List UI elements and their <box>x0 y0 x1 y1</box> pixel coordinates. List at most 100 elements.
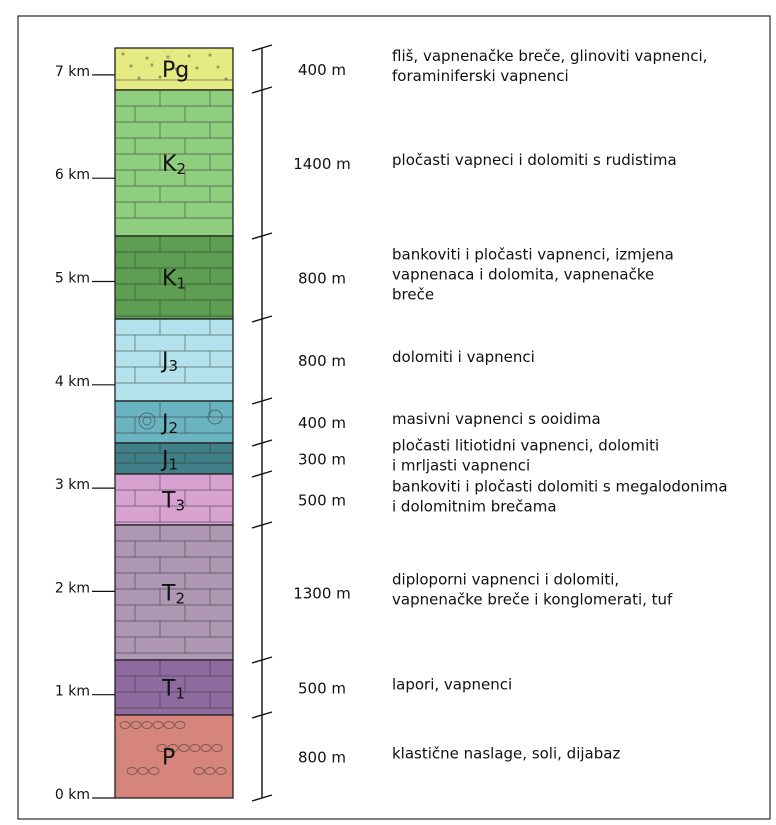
scale-tick <box>251 44 273 52</box>
description-line: i dolomitnim brečama <box>392 498 557 516</box>
clast-pattern <box>137 767 149 775</box>
clast-pattern <box>167 744 179 752</box>
description-line: bankoviti i pločasti vapnenci, izmjena <box>392 246 674 264</box>
layer-j3 <box>114 318 234 402</box>
sand-dot-pattern <box>179 74 183 78</box>
unit-subscript: 2 <box>175 590 185 608</box>
clast-pattern <box>130 721 142 729</box>
sand-dot-pattern <box>121 52 125 56</box>
description-line: pločasti litiotidni vapnenci, dolomiti <box>392 437 659 455</box>
scale-tick <box>251 315 273 323</box>
depth-tick-label: 7 km <box>55 64 90 80</box>
sand-dot-pattern <box>145 56 149 60</box>
unit-subscript: 3 <box>175 497 185 515</box>
unit-descriptions: 400 m fliš, vapnenačke breče, glinoviti v… <box>293 47 727 767</box>
scale-tick <box>251 86 273 94</box>
clast-pattern <box>174 721 186 729</box>
description-line: breče <box>392 286 434 304</box>
clast-pattern <box>148 767 160 775</box>
description-line: dolomiti i vapnenci <box>392 348 535 366</box>
depth-tick-label: 5 km <box>55 271 90 287</box>
sand-dot-pattern <box>208 53 212 57</box>
thickness-label: 1400 m <box>293 155 351 173</box>
thickness-label: 800 m <box>298 749 346 767</box>
ooid-pattern <box>142 416 152 426</box>
clast-pattern <box>163 721 175 729</box>
thickness-label: 800 m <box>298 352 346 370</box>
clast-pattern <box>178 744 190 752</box>
depth-tick-label: 0 km <box>55 787 90 803</box>
scale-tick <box>251 656 273 664</box>
ooid-pattern <box>207 409 223 425</box>
sand-dot-pattern <box>174 67 178 71</box>
description-line: vapnenaca i dolomita, vapnenačke <box>392 266 654 284</box>
clast-pattern <box>141 721 153 729</box>
description-line: vapnenačke breče i konglomerati, tuf <box>392 591 673 609</box>
clast-pattern <box>126 767 138 775</box>
sand-dot-pattern <box>137 76 141 80</box>
thickness-label: 500 m <box>298 680 346 698</box>
unit-symbol: P <box>162 746 175 771</box>
sand-dot-pattern <box>166 55 170 59</box>
ooid-pattern <box>138 412 156 430</box>
thickness-scale <box>251 44 273 802</box>
unit-subscript: 1 <box>175 685 185 703</box>
description-line: fliš, vapnenačke breče, glinoviti vapnen… <box>392 47 707 65</box>
scale-tick <box>251 521 273 529</box>
unit-subscript: 1 <box>176 275 186 293</box>
depth-axis: 7 km 6 km 5 km 4 km 3 km 2 km 1 km 0 km <box>55 64 115 803</box>
unit-subscript: 3 <box>169 357 179 375</box>
clast-pattern <box>189 744 201 752</box>
sand-dot-pattern <box>158 75 162 79</box>
clast-pattern <box>156 744 168 752</box>
description-line: masivni vapnenci s ooidima <box>392 410 601 428</box>
unit-subscript: 1 <box>169 456 179 474</box>
clast-pattern <box>211 744 223 752</box>
unit-subscript: 2 <box>169 419 179 437</box>
sand-dot-pattern <box>129 64 133 68</box>
sand-dot-pattern <box>187 54 191 58</box>
scale-tick <box>251 711 273 719</box>
scale-tick <box>251 794 273 802</box>
thickness-label: 500 m <box>298 492 346 510</box>
description-line: bankoviti i pločasti dolomiti s megalodo… <box>392 478 728 496</box>
layer-k1 <box>114 235 234 320</box>
scale-tick <box>251 397 273 405</box>
clast-pattern <box>215 767 227 775</box>
sand-dot-pattern <box>150 63 154 67</box>
depth-tick-label: 2 km <box>55 580 90 596</box>
clast-pattern <box>204 767 216 775</box>
column-layers <box>114 47 234 799</box>
depth-tick-label: 3 km <box>55 477 90 493</box>
lithology-patterns <box>115 52 233 775</box>
description-line: i mrljasti vapnenci <box>392 457 530 475</box>
clast-pattern <box>200 744 212 752</box>
depth-tick-label: 1 km <box>55 684 90 700</box>
thickness-label: 400 m <box>298 61 346 79</box>
depth-tick-label: 6 km <box>55 167 90 183</box>
thickness-label: 1300 m <box>293 585 351 603</box>
sand-dot-pattern <box>195 66 199 70</box>
scale-tick <box>251 232 273 240</box>
description-line: pločasti vapneci i dolomiti s rudistima <box>392 151 677 169</box>
figure-frame <box>17 15 771 820</box>
description-line: diploporni vapnenci i dolomiti, <box>392 571 619 589</box>
thickness-label: 800 m <box>298 270 346 288</box>
clast-pattern <box>119 721 131 729</box>
clast-pattern <box>152 721 164 729</box>
unit-symbol: Pg <box>162 58 189 83</box>
layer-t3 <box>114 473 234 526</box>
scale-tick <box>251 470 273 478</box>
thickness-label: 400 m <box>298 414 346 432</box>
clast-pattern <box>193 767 205 775</box>
sand-dot-pattern <box>216 65 220 69</box>
depth-tick-label: 4 km <box>55 374 90 390</box>
description-line: foraminiferski vapnenci <box>392 67 569 85</box>
scale-tick <box>251 439 273 447</box>
thickness-label: 300 m <box>298 451 346 469</box>
unit-subscript: 2 <box>176 160 186 178</box>
description-line: lapori, vapnenci <box>392 676 512 694</box>
description-line: klastične naslage, soli, dijabaz <box>392 745 620 763</box>
